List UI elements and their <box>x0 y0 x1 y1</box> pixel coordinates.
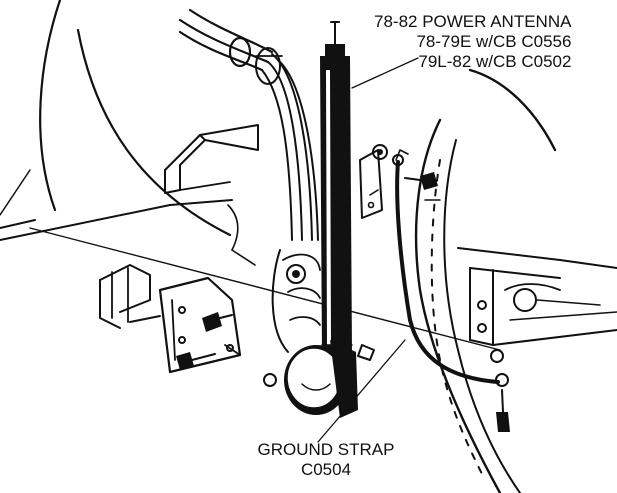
antenna-callout-line-2: 78-79E w/CB C0556 <box>416 32 572 51</box>
ground-strap-callout-part: C0504 <box>300 460 352 479</box>
ground-strap-callout: GROUND STRAP C0504 <box>246 440 406 480</box>
antenna-callout-title: 78-82 POWER ANTENNA <box>374 12 572 31</box>
body-frame <box>414 68 617 493</box>
upper-bracket <box>359 149 383 219</box>
antenna-cables <box>178 8 319 241</box>
callout-leaders <box>317 57 419 443</box>
fender-panel <box>0 0 501 351</box>
antenna-mast <box>320 21 353 355</box>
ground-strap-callout-title: GROUND STRAP <box>257 440 395 459</box>
antenna-motor <box>271 249 358 418</box>
mounting-bracket <box>99 264 242 374</box>
ground-strap <box>392 149 500 384</box>
antenna-callout: 78-82 POWER ANTENNA 78-79E w/CB C0556 79… <box>374 12 571 72</box>
antenna-callout-line-3: 79L-82 w/CB C0502 <box>418 52 572 71</box>
